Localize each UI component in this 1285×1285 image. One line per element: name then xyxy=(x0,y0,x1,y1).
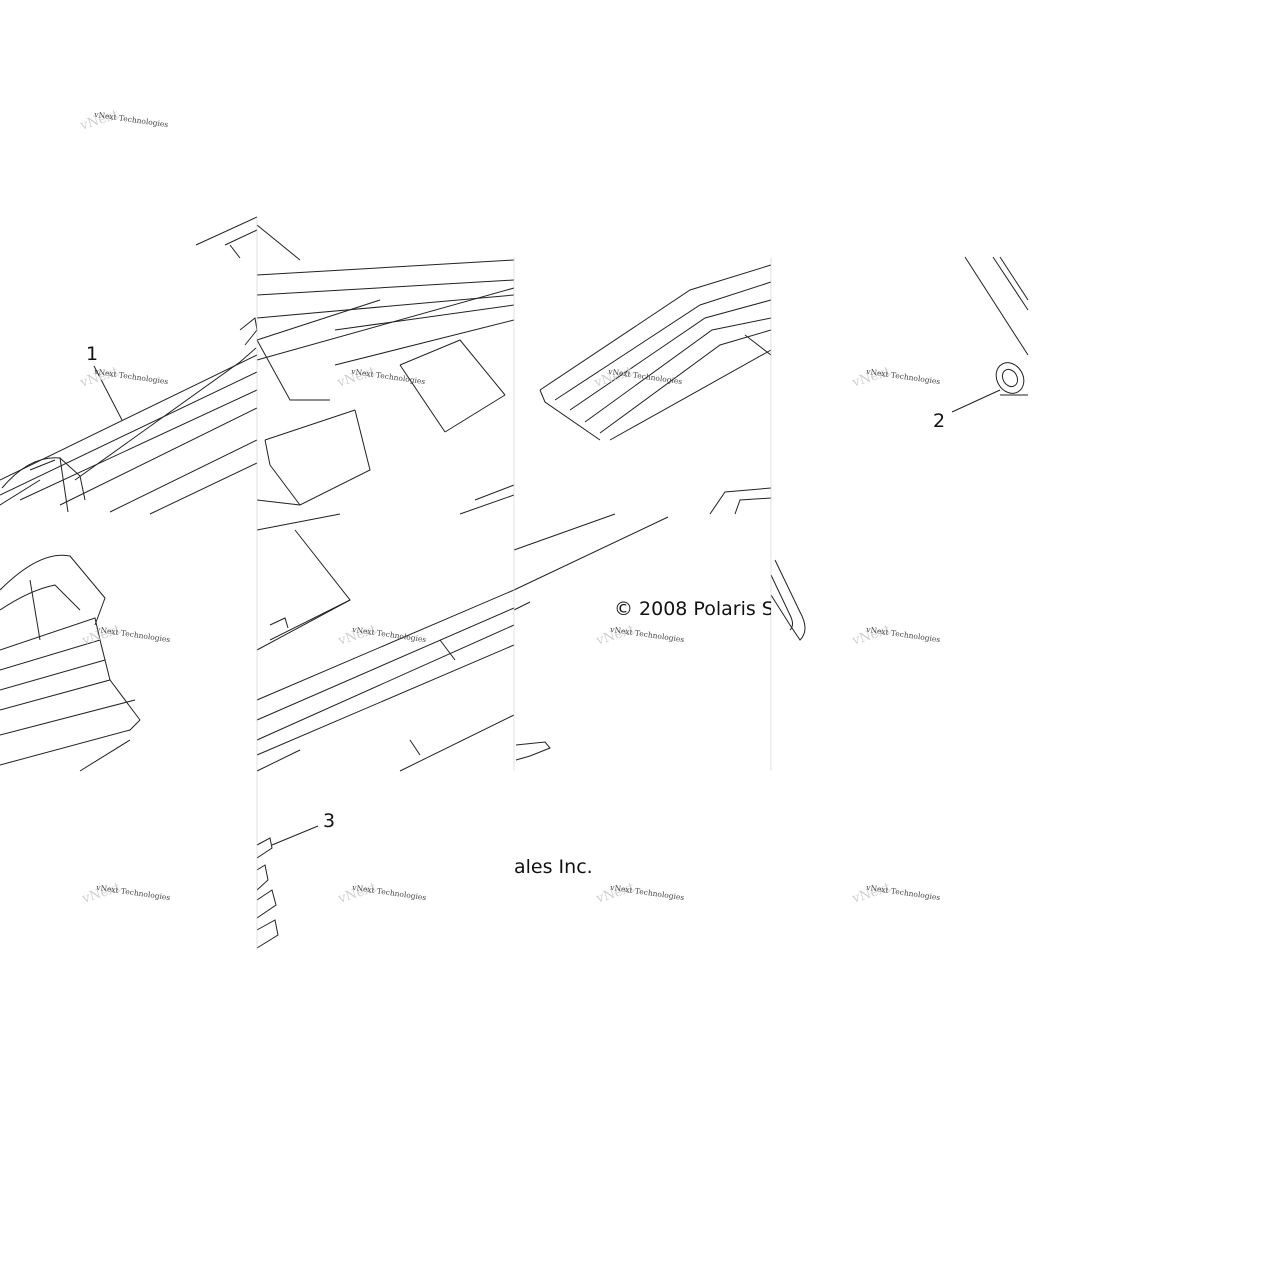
callout-leader-2 xyxy=(951,389,1001,413)
copyright-part-a: © 2008 Polaris S xyxy=(614,600,771,619)
tile-seams xyxy=(256,217,772,950)
strip-stepped-end xyxy=(539,264,772,515)
callout-leader-3 xyxy=(271,825,319,846)
clip-part xyxy=(770,559,806,641)
callout-label-3: 3 xyxy=(323,810,336,832)
callout-leader-1 xyxy=(93,365,123,421)
strip-mid-lower xyxy=(256,513,515,772)
strip-tail xyxy=(513,513,669,761)
strip-mid-upper xyxy=(256,224,515,515)
callout-label-2: 2 xyxy=(933,410,946,432)
small-part-3 xyxy=(256,837,279,949)
callout-label-1: 1 xyxy=(86,343,99,365)
pin-part xyxy=(964,256,1029,396)
cap-part xyxy=(0,554,141,772)
copyright-part-b: ales Inc. xyxy=(514,856,593,878)
strip-left-end xyxy=(0,216,258,515)
